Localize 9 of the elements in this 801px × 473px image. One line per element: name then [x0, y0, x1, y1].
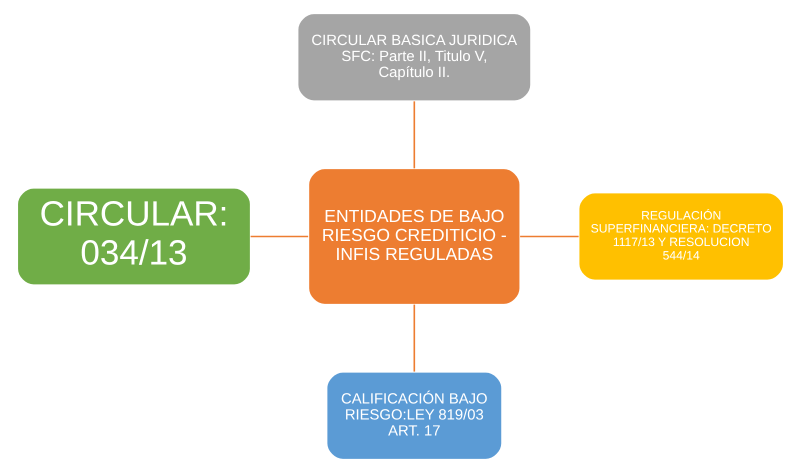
- node-box: CIRCULAR BASICA JURIDICA SFC: Parte II, Titulo V, Capítulo II.: [297, 12, 532, 102]
- connector: [520, 236, 579, 238]
- connector: [414, 101, 416, 168]
- node-box: REGULACIÓN SUPERFINANCIERA: DECRETO 1117/13 Y RESOLUCION 544/14: [578, 192, 784, 281]
- connector: [250, 236, 308, 238]
- node-box: CALIFICACIÓN BAJO RIESGO:LEY 819/03 ART. 17: [326, 371, 503, 460]
- node-box: CIRCULAR: 034/13: [16, 187, 252, 286]
- node-box: ENTIDADES DE BAJO RIESGO CREDITICIO - INFIS REGULADAS: [308, 168, 521, 306]
- connector: [414, 304, 416, 372]
